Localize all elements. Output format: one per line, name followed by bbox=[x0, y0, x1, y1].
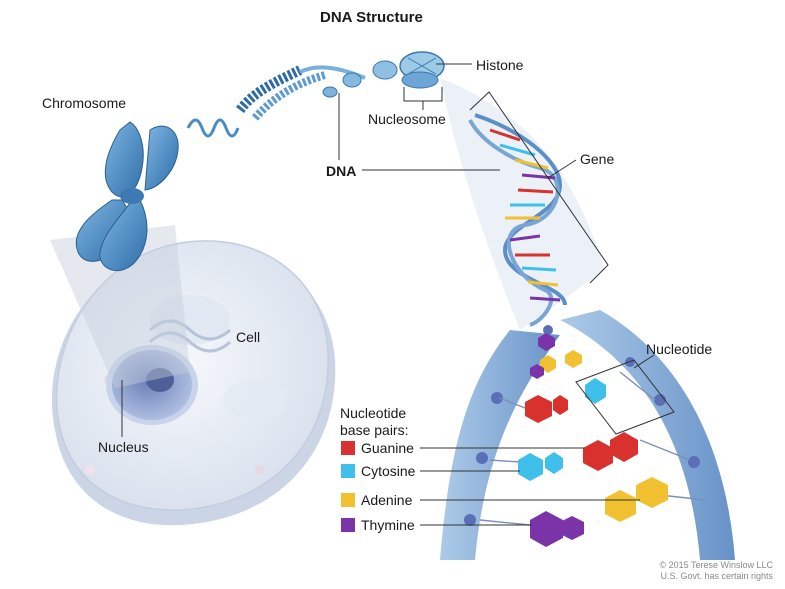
credit-line2: U.S. Govt. has certain rights bbox=[660, 571, 773, 581]
credit-line1: © 2015 Terese Winslow LLC bbox=[659, 560, 773, 570]
legend-heading: Nucleotide base pairs: bbox=[340, 405, 408, 439]
coiled-chromatin bbox=[186, 65, 366, 138]
gene-bracket bbox=[469, 91, 609, 284]
label-chromosome: Chromosome bbox=[42, 95, 127, 111]
nucleotide-box bbox=[575, 359, 675, 435]
legend-label-adenine: Adenine bbox=[361, 492, 413, 508]
adenine-swatch bbox=[341, 493, 355, 507]
legend-heading-line1: Nucleotide bbox=[340, 405, 407, 421]
legend-label-guanine: Guanine bbox=[361, 440, 414, 456]
legend-item-guanine: Guanine bbox=[341, 440, 414, 456]
guanine-swatch bbox=[341, 441, 355, 455]
legend-heading-line2: base pairs: bbox=[340, 422, 409, 438]
chromosome bbox=[75, 121, 179, 272]
page-title: DNA Structure bbox=[320, 9, 423, 26]
legend-label-cytosine: Cytosine bbox=[361, 463, 416, 479]
legend-item-adenine: Adenine bbox=[341, 492, 412, 508]
label-histone: Histone bbox=[476, 57, 524, 73]
dna-helix-lower bbox=[440, 310, 735, 560]
nucleosome-bracket bbox=[403, 87, 443, 102]
copyright-credit: © 2015 Terese Winslow LLC U.S. Govt. has… bbox=[659, 560, 773, 582]
label-cell: Cell bbox=[236, 329, 261, 345]
label-nucleus: Nucleus bbox=[98, 439, 149, 455]
legend-label-thymine: Thymine bbox=[361, 517, 415, 533]
zoom-cone-chromosome bbox=[50, 225, 190, 388]
thymine-swatch bbox=[341, 518, 355, 532]
legend-item-cytosine: Cytosine bbox=[341, 463, 415, 479]
nucleus bbox=[106, 345, 198, 425]
label-dna: DNA bbox=[326, 163, 357, 179]
legend-item-thymine: Thymine bbox=[341, 517, 415, 533]
label-nucleotide: Nucleotide bbox=[646, 341, 713, 357]
label-gene: Gene bbox=[580, 151, 615, 167]
cytosine-swatch bbox=[341, 464, 355, 478]
nucleosome-beads bbox=[322, 51, 445, 98]
label-nucleosome: Nucleosome bbox=[368, 111, 446, 127]
dna-helix-upper bbox=[468, 113, 567, 327]
leader-lines bbox=[121, 63, 655, 526]
base-pair-hexagons bbox=[518, 333, 668, 547]
